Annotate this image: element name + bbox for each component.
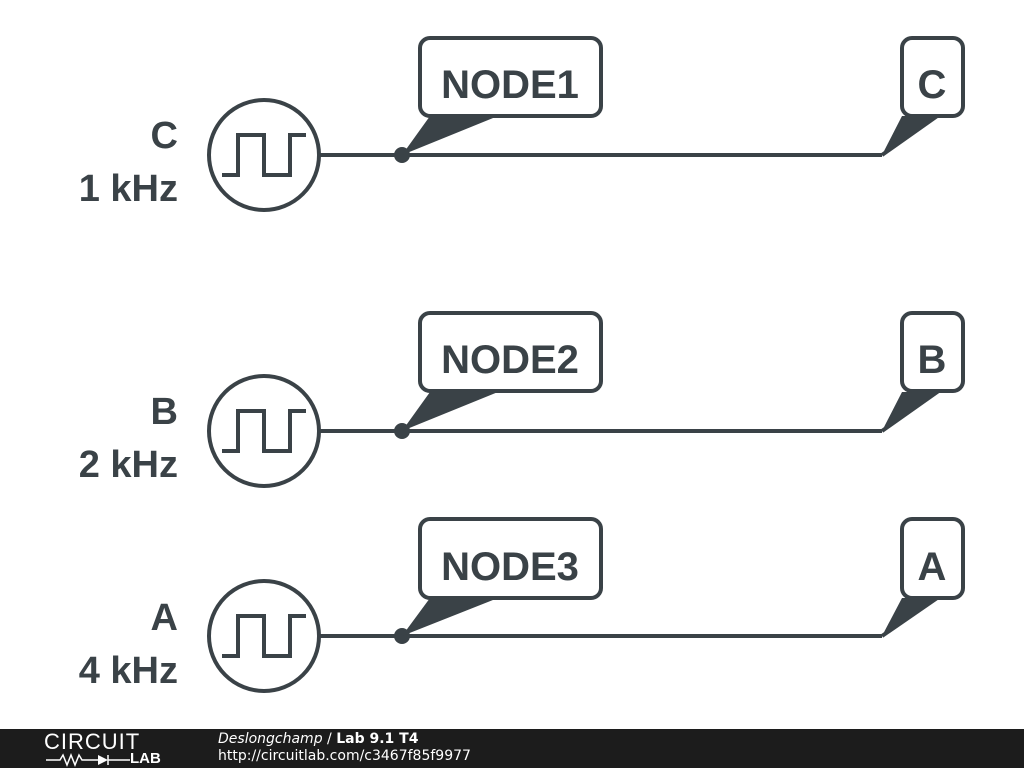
resistor-diode-icon (46, 753, 130, 767)
end-tag-box[interactable] (900, 311, 965, 393)
source-name: B (151, 391, 178, 433)
source-name: C (151, 115, 178, 157)
net-label-box[interactable] (418, 311, 603, 393)
circuit-title[interactable]: Lab 9.1 T4 (336, 731, 419, 747)
footer-bar: CIRCUIT LAB Deslongchamp / Lab 9.1 T4 ht… (0, 729, 1024, 768)
circuit-row: A 4 kHz NODE3 A (79, 517, 965, 693)
end-tag-label: B (918, 338, 947, 382)
net-label-box[interactable] (418, 517, 603, 600)
label-pointer (402, 392, 498, 431)
author-name[interactable]: Deslongchamp (218, 731, 323, 747)
source-name: A (151, 597, 178, 639)
logo-text-bottom: LAB (130, 750, 161, 767)
end-tag-label: A (918, 545, 947, 589)
label-pointer (882, 116, 940, 155)
end-tag-box[interactable] (900, 517, 965, 600)
square-wave-icon (222, 409, 306, 453)
square-wave-icon (222, 614, 306, 658)
square-wave-icon (222, 133, 306, 177)
net-label-box[interactable] (418, 36, 603, 118)
label-pointer (882, 392, 940, 431)
circuit-url[interactable]: http://circuitlab.com/c3467f85f9977 (218, 748, 471, 764)
circuit-row: B 2 kHz NODE2 B (79, 311, 965, 488)
end-tag-box[interactable] (900, 36, 965, 118)
source-frequency: 4 kHz (79, 650, 178, 692)
label-pointer (882, 598, 940, 636)
separator: / (322, 731, 337, 747)
net-label: NODE1 (441, 63, 579, 107)
schematic-drawing: C 1 kHz NODE1 C B 2 kHz NODE2 (79, 36, 965, 693)
source-frequency: 1 kHz (79, 168, 178, 210)
label-pointer (402, 598, 498, 636)
end-tag-label: C (918, 63, 947, 107)
author-line: Deslongchamp / Lab 9.1 T4 (218, 731, 471, 748)
credits: Deslongchamp / Lab 9.1 T4 http://circuit… (218, 731, 471, 765)
logo-text-top: CIRCUIT (44, 729, 141, 754)
circuit-row: C 1 kHz NODE1 C (79, 36, 965, 212)
label-pointer (402, 116, 498, 155)
source-frequency: 2 kHz (79, 444, 178, 486)
circuitlab-logo[interactable]: CIRCUIT LAB (44, 731, 176, 767)
net-label: NODE3 (441, 545, 579, 589)
net-label: NODE2 (441, 338, 579, 382)
